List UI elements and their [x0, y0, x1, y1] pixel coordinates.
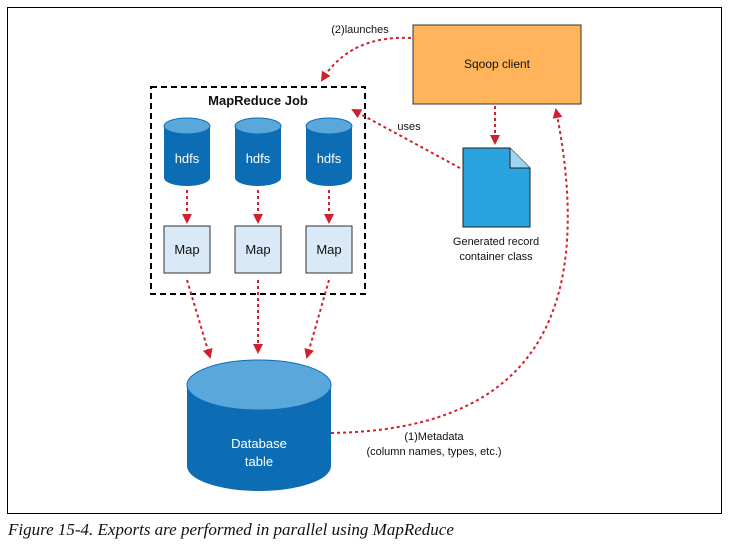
map-to-database-arrow — [186, 279, 213, 359]
database-label-line2: table — [245, 454, 273, 469]
hdfs-cylinder-3: hdfs — [305, 117, 353, 186]
metadata-label-line2: (column names, types, etc.) — [366, 446, 501, 458]
launches-label: (2)launches — [331, 24, 389, 36]
hdfs-label: hdfs — [175, 151, 200, 166]
generated-class-label-line1: Generated record — [453, 236, 539, 248]
map-label: Map — [316, 242, 341, 257]
diagram-frame — [7, 7, 722, 514]
document-icon — [462, 147, 531, 228]
hdfs-label: hdfs — [317, 151, 342, 166]
map-to-database-arrow — [304, 279, 330, 359]
hdfs-cylinder-1: hdfs — [163, 117, 211, 186]
mapreduce-job-title: MapReduce Job — [208, 93, 308, 108]
map-label: Map — [174, 242, 199, 257]
hdfs-label: hdfs — [246, 151, 271, 166]
figure-caption: Figure 15-4. Exports are performed in pa… — [8, 520, 454, 539]
launches-arrow — [320, 36, 412, 82]
map-label: Map — [245, 242, 270, 257]
map-box-3: Map — [305, 225, 353, 274]
sqoop-client-label: Sqoop client — [464, 57, 531, 71]
database-table-cylinder: Database table — [186, 359, 332, 491]
metadata-arrow — [330, 108, 569, 434]
uses-arrow — [351, 109, 461, 169]
sqoop-client-box: Sqoop client — [412, 24, 582, 105]
map-box-1: Map — [163, 225, 211, 274]
uses-label: uses — [397, 121, 421, 133]
generated-class-label-line2: container class — [459, 251, 533, 263]
map-box-2: Map — [234, 225, 282, 274]
hdfs-cylinder-2: hdfs — [234, 117, 282, 186]
database-label-line1: Database — [231, 436, 287, 451]
metadata-label-line1: (1)Metadata — [404, 431, 464, 443]
